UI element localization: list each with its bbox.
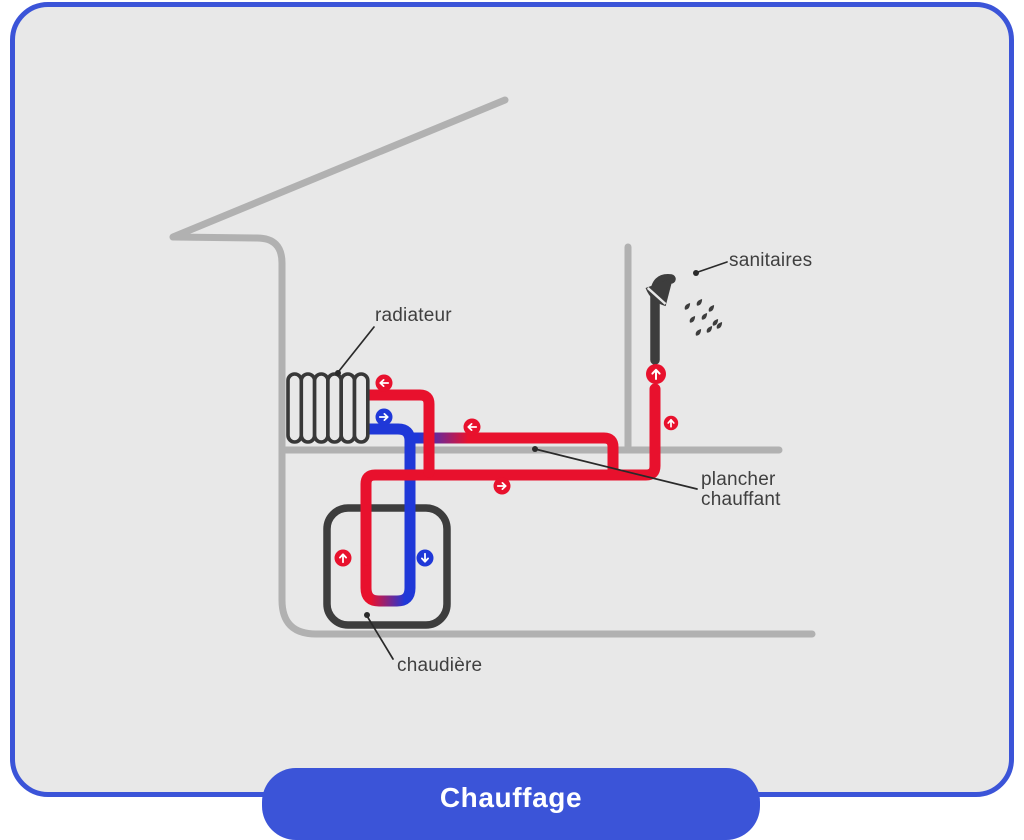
shower-icon	[645, 274, 723, 365]
label-dot-radiator	[335, 370, 341, 376]
chauffage-button-label: Chauffage	[439, 782, 583, 813]
floor-heating-label: plancher chauffant	[701, 469, 781, 510]
boiler-icon	[323, 504, 451, 629]
radiator-icon	[286, 372, 370, 444]
radiator-label: radiateur	[375, 305, 452, 326]
label-line-boiler	[366, 615, 394, 660]
flow-arrow-down-icon	[416, 549, 434, 567]
roof-and-wall-line	[169, 96, 816, 638]
flow-arrow-up-icon	[334, 549, 352, 567]
label-dot-sanitary	[693, 270, 699, 276]
chauffage-button[interactable]: Chauffage	[262, 768, 760, 840]
pipe-boiler-loop	[360, 550, 416, 607]
pipe-floor-return	[407, 432, 619, 477]
shower-head	[645, 277, 674, 307]
flow-arrow-left-icon	[375, 374, 393, 392]
flow-arrow-up-icon	[646, 364, 666, 384]
label-line-floor-heating	[534, 448, 698, 490]
sanitary-label: sanitaires	[729, 250, 813, 271]
pipe-hot-supply	[360, 383, 661, 566]
label-dot-boiler	[364, 612, 370, 618]
diagram-card	[10, 2, 1014, 797]
water-drops-icon	[684, 299, 723, 336]
house-outline	[169, 96, 816, 638]
label-line-sanitary	[697, 261, 728, 273]
flow-arrow-up-icon	[663, 415, 679, 431]
label-line-radiator	[338, 326, 375, 372]
flow-arrow-right-icon	[493, 477, 511, 495]
label-dot-floor-heating	[532, 446, 538, 452]
flow-arrow-left-icon	[463, 418, 481, 436]
boiler-label: chaudière	[397, 655, 483, 676]
pipe-radiator-supply	[346, 389, 435, 478]
flow-arrow-right-icon	[375, 408, 393, 426]
